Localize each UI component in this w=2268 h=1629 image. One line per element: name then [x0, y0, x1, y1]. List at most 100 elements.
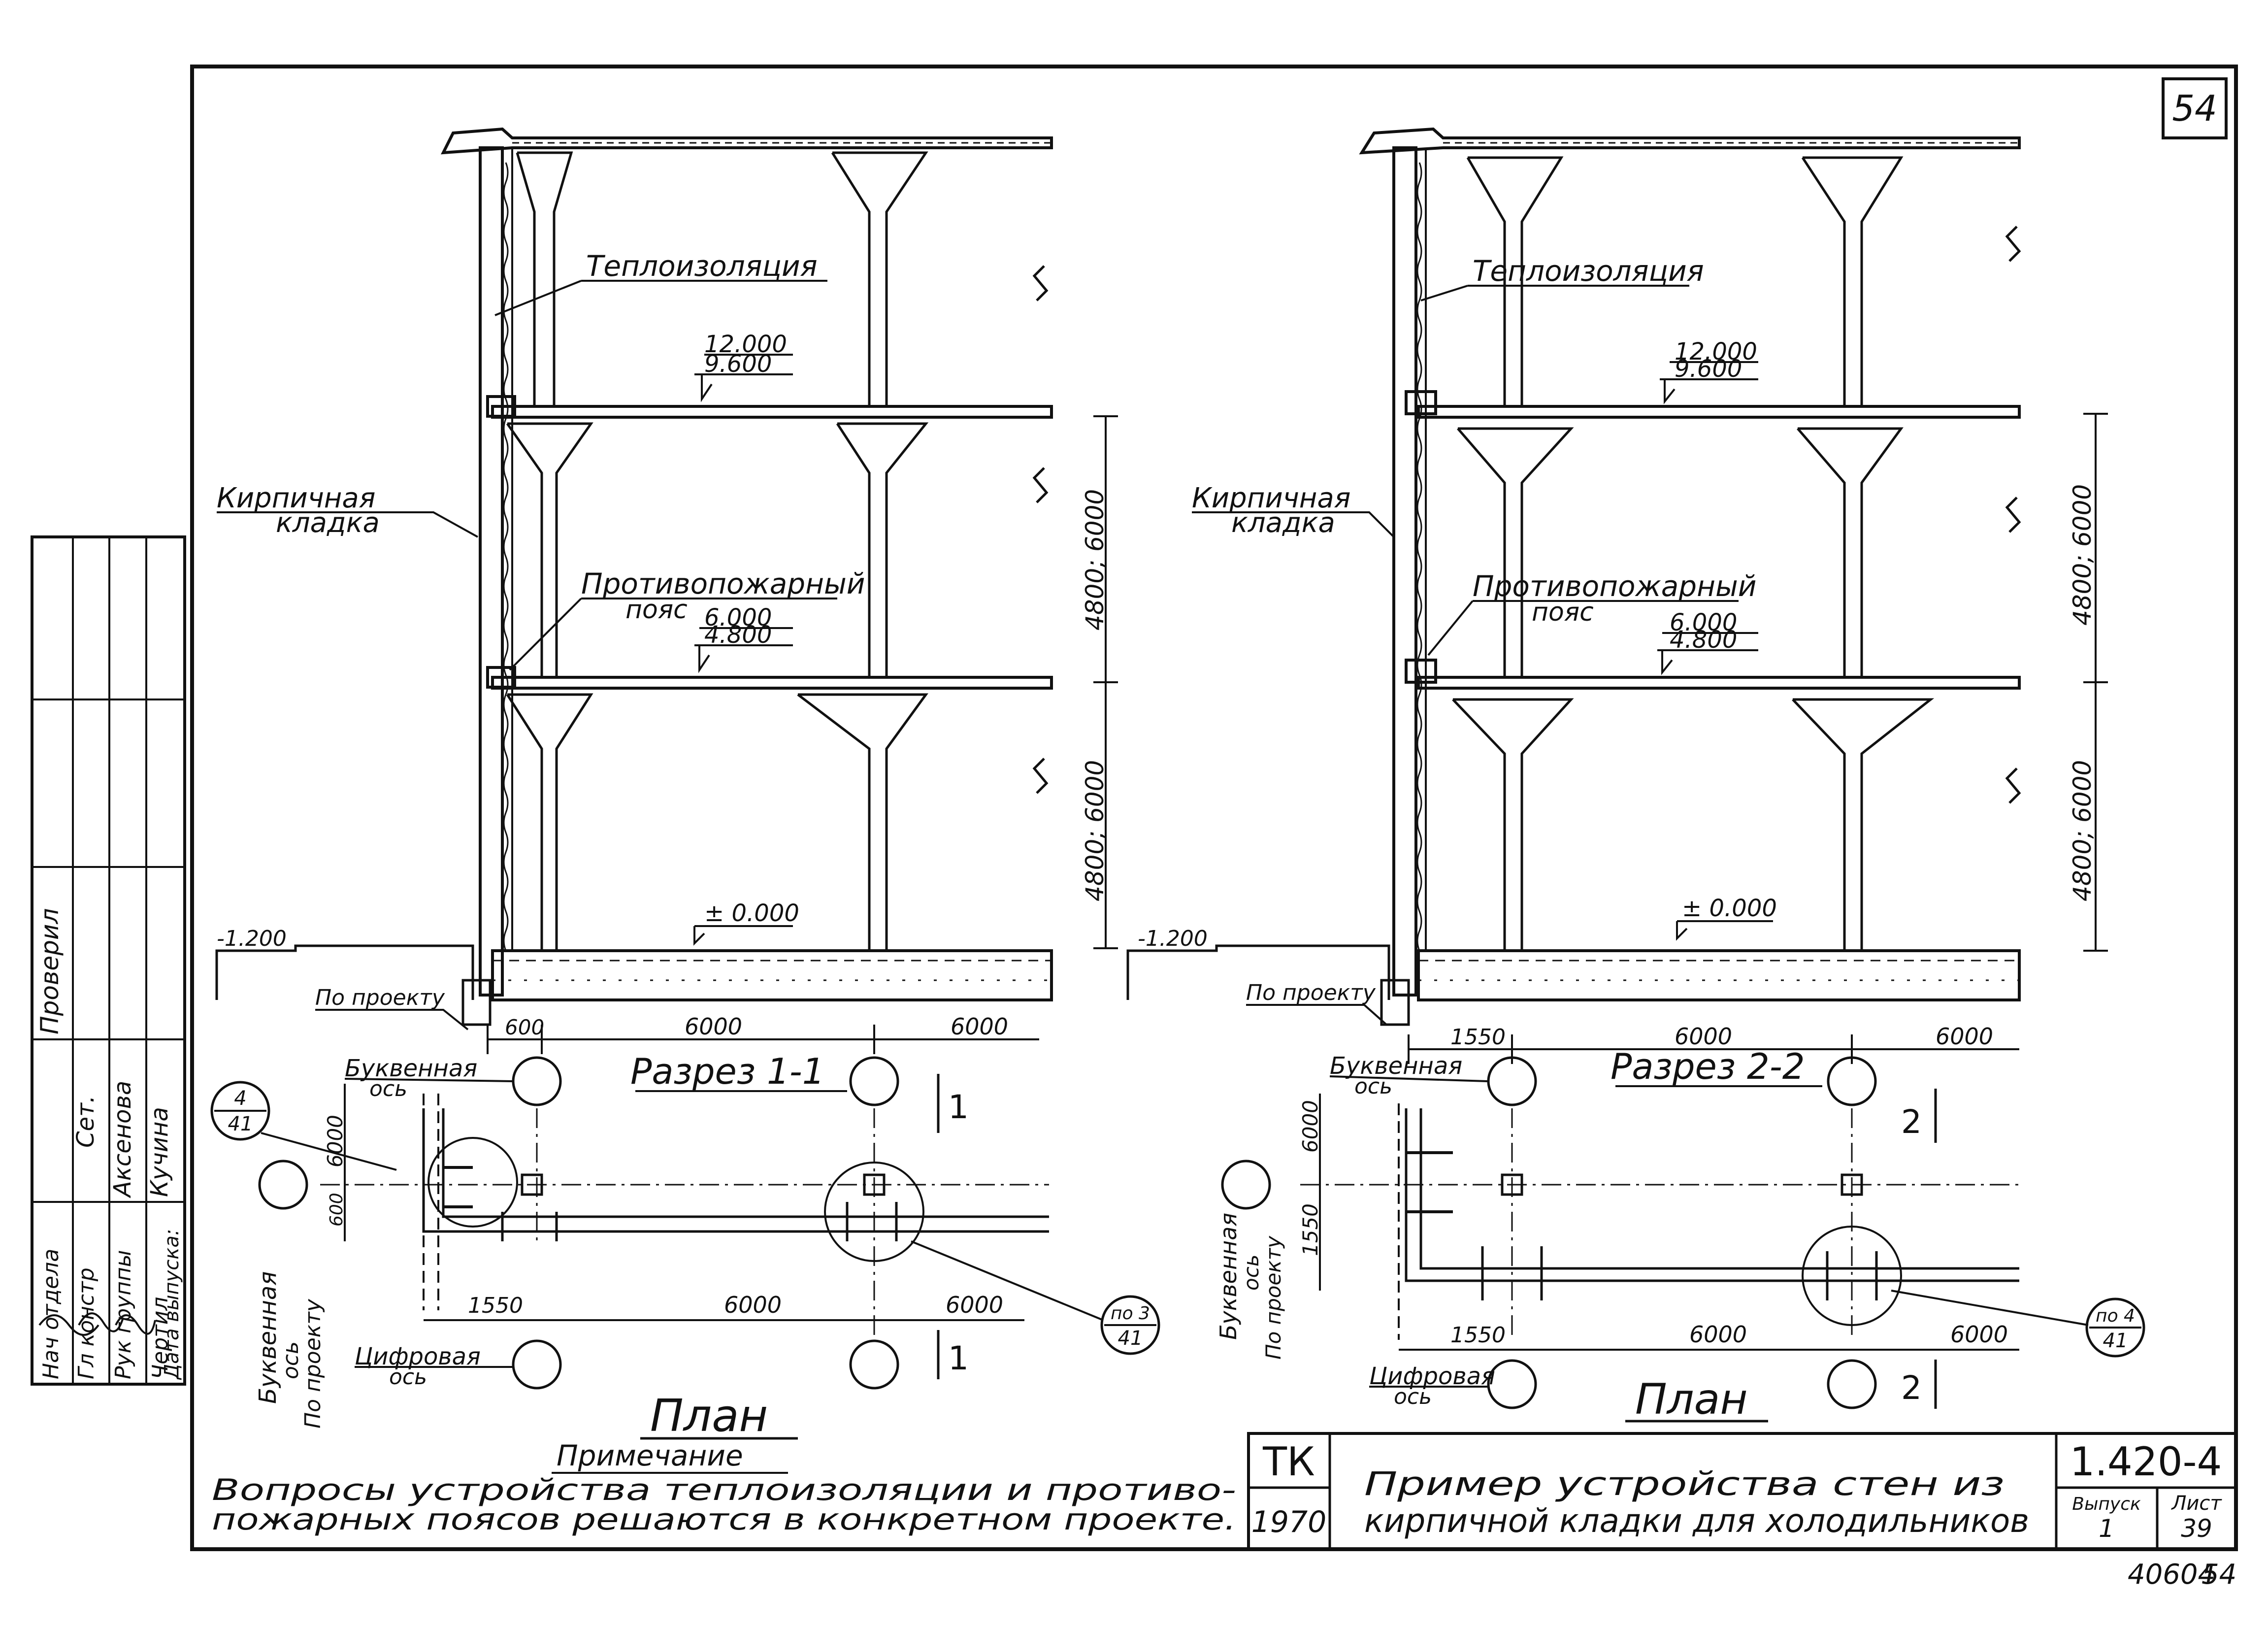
ground-slab — [1417, 949, 2021, 1001]
archive-sheet: 54 — [2202, 1559, 2236, 1591]
label-firebelt-2: пояс — [625, 595, 688, 625]
label-by-project: По проекту — [1246, 980, 1376, 1005]
span-3: 6000 — [951, 1013, 1008, 1040]
axis-bubble — [1487, 1056, 1537, 1106]
plan-2-dim-vertical-2: 1550 — [1298, 1203, 1322, 1256]
insulation-layer — [503, 162, 509, 951]
title-line-1: Пример устройства стен из — [1364, 1465, 2005, 1503]
issue-value: 1 — [2099, 1514, 2114, 1543]
level-12000: 12.000 — [704, 331, 787, 358]
label-brick-1: Кирпичная — [217, 482, 375, 514]
callout-c-top: по 4 — [2096, 1306, 2135, 1326]
issue-label: Выпуск — [2072, 1494, 2141, 1514]
plan-2-dim-span-3: 6000 — [1950, 1321, 2008, 1348]
axis-label-1: Буквенная — [1330, 1052, 1462, 1080]
approval-stamp: Нач отдела Гл констр Рук группы Чертил П… — [31, 535, 186, 1386]
plan-2-dim-vertical-1: 6000 — [1298, 1100, 1322, 1153]
plan-axis-letter-2: ось — [278, 1341, 303, 1379]
plan-2-dim-span-1: 1550 — [1450, 1323, 1506, 1348]
plan-dim-vertical-2: 600 — [327, 1193, 347, 1227]
callout-c-bottom: 41 — [2103, 1330, 2128, 1352]
sheet-number-box — [2162, 77, 2228, 139]
callout-a-top: 4 — [234, 1087, 246, 1110]
plan-dim-vertical-1: 6000 — [323, 1115, 347, 1167]
column-b — [1792, 156, 1935, 951]
plan-2-axis-letter-3: По проекту — [1261, 1235, 1285, 1360]
ground-slab — [491, 949, 1053, 1001]
archive-number: 40604 — [2128, 1559, 2215, 1591]
section-1-1: 12.000 9.600 6.000 4.800 ± 0.000 -1.200 … — [215, 127, 1118, 1133]
label-brick-1: Кирпичная — [1192, 482, 1350, 514]
plan-axis-letter-3: По проекту — [300, 1298, 326, 1429]
label-insulation: Теплоизоляция — [1473, 254, 1704, 288]
axis-bubble — [1487, 1359, 1537, 1409]
floor-slab-lower — [491, 676, 1053, 690]
floor-slab-upper — [491, 405, 1053, 419]
fire-belt-upper — [1405, 390, 1437, 415]
plan-2-axis-digital-2: ось — [1394, 1384, 1432, 1409]
stamp-role-5: Дата выпуска: — [161, 1229, 183, 1380]
level-minus: -1.200 — [217, 926, 287, 951]
plan-1: 4 41 по 3 41 6000 600 1550 6000 6000 Бук… — [210, 1081, 1160, 1442]
cut-mark-bottom: 1 — [948, 1339, 969, 1377]
axis-bubble — [849, 1056, 899, 1106]
stamp-role-2: Гл констр — [74, 1267, 99, 1379]
cut-mark-top: 1 — [948, 1088, 969, 1126]
axis-bubble — [512, 1339, 562, 1390]
plan-dim-span-3: 6000 — [946, 1292, 1003, 1318]
height-lower: 4800; 6000 — [2068, 760, 2097, 901]
plan-dim-span-1: 1550 — [468, 1293, 523, 1318]
plan-axis-digital-2: ось — [389, 1364, 427, 1390]
span-2: 6000 — [685, 1013, 742, 1040]
plan-1-title: План — [650, 1390, 768, 1442]
callout-c — [2085, 1297, 2145, 1358]
detail-circle — [427, 1137, 518, 1228]
section-1-title: Разрез 1-1 — [630, 1051, 825, 1092]
axis-bubble — [258, 1160, 308, 1210]
plan-axis-letter-1: Буквенная — [254, 1271, 282, 1404]
grade-line — [215, 944, 474, 1000]
roof-slab — [440, 127, 1053, 155]
stamp-role-3: Рук группы — [111, 1250, 136, 1380]
label-firebelt-1: Противопожарный — [1473, 569, 1757, 603]
label-firebelt-1: Противопожарный — [581, 567, 865, 600]
level-minus: -1.200 — [1138, 926, 1208, 951]
height-upper: 4800; 6000 — [2068, 484, 2097, 626]
level-6000: 6.000 — [1670, 609, 1737, 636]
signature-1 — [38, 1314, 99, 1336]
callout-a-bottom: 41 — [228, 1113, 253, 1135]
height-upper: 4800; 6000 — [1081, 489, 1109, 631]
section-2-title: Разрез 2-2 — [1611, 1046, 1805, 1087]
column-a — [1452, 156, 1574, 951]
level-4800: 4.800 — [1670, 626, 1737, 654]
outer-frame — [190, 65, 2238, 1551]
level-12000: 12.000 — [1675, 338, 1757, 366]
label-brick-2: кладка — [1231, 507, 1335, 539]
plan-2-axis-letter-1: Буквенная — [1215, 1213, 1242, 1340]
height-lower: 4800; 6000 — [1081, 760, 1109, 901]
level-9600: 9.600 — [704, 350, 772, 378]
title-code: 1.420-4 — [2070, 1439, 2222, 1485]
signature-2 — [78, 1312, 124, 1332]
detail-circle — [1802, 1226, 1902, 1326]
plan-wall — [422, 1108, 1049, 1233]
plan-2-title: План — [1635, 1375, 1748, 1424]
brick-wall — [479, 146, 504, 997]
axis-bubble — [512, 1056, 562, 1106]
label-by-project: По проекту — [315, 985, 445, 1010]
title-line-2: кирпичной кладки для холодильников — [1364, 1502, 2029, 1540]
level-6000: 6.000 — [704, 604, 772, 632]
axis-bubble — [1827, 1359, 1877, 1409]
floor-slab-lower — [1417, 676, 2021, 690]
column-plan — [521, 1173, 543, 1196]
stamp-role-4: Чертил — [148, 1297, 173, 1379]
level-9600: 9.600 — [1675, 355, 1742, 383]
title-org: ТК — [1262, 1439, 1315, 1485]
span-1: 600 — [505, 1015, 544, 1039]
plan-2-dim-span-2: 6000 — [1689, 1321, 1747, 1348]
stamp-role-1: Нач отдела — [38, 1249, 64, 1379]
insulation-layer — [1416, 162, 1422, 951]
title-block: ТК 1970 Пример устройства стен из кирпич… — [1247, 1432, 2237, 1551]
